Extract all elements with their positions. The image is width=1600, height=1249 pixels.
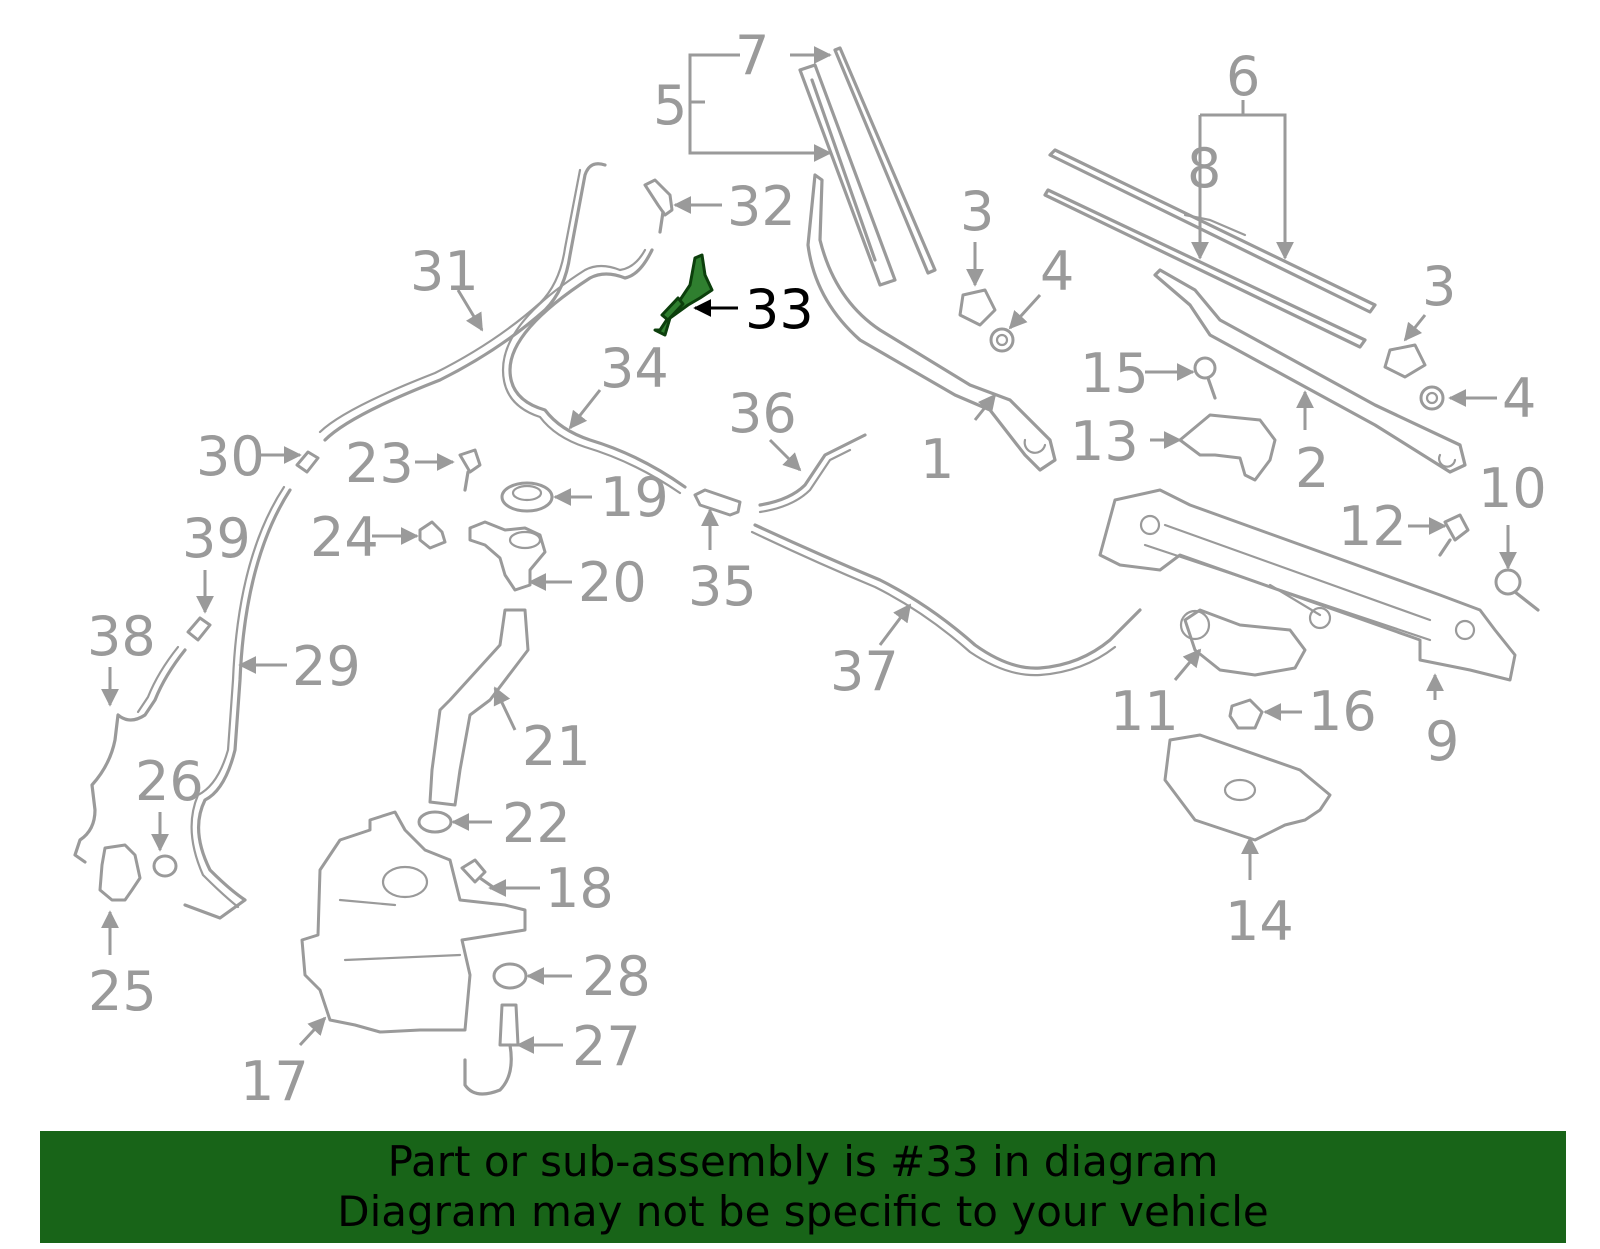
cap-3b xyxy=(1383,343,1427,379)
callout-1: 1 xyxy=(920,428,954,491)
hose-29 xyxy=(183,485,292,920)
callout-3a: 3 xyxy=(960,180,994,243)
connector-39 xyxy=(186,616,212,642)
hose-38 xyxy=(73,645,187,864)
connector-32 xyxy=(643,178,674,234)
callout-29: 29 xyxy=(292,635,361,698)
callout-11: 11 xyxy=(1110,680,1179,743)
cap-3a xyxy=(958,288,997,327)
washer-reservoir-17 xyxy=(300,810,527,1034)
connector-35 xyxy=(693,488,742,517)
callout-34: 34 xyxy=(600,337,669,400)
cowl-cover-14 xyxy=(1163,733,1332,842)
cap-19 xyxy=(500,481,554,513)
grommet-26 xyxy=(152,854,178,878)
callout-30: 30 xyxy=(196,425,265,488)
callout-36: 36 xyxy=(728,382,797,445)
filler-pipe-21 xyxy=(428,608,530,807)
wiper-arm-left xyxy=(806,173,1057,472)
callout-12: 12 xyxy=(1338,495,1407,558)
banner-line-2: Diagram may not be specific to your vehi… xyxy=(337,1187,1269,1236)
hose-31 xyxy=(318,162,607,442)
callout-33[interactable]: 33 xyxy=(745,278,814,341)
callout-14: 14 xyxy=(1225,890,1294,953)
leaders xyxy=(101,196,1517,1054)
callout-35: 35 xyxy=(688,555,757,618)
callout-23: 23 xyxy=(345,432,414,495)
callout-5: 5 xyxy=(653,74,687,137)
hose-34 xyxy=(501,248,687,495)
callout-31: 31 xyxy=(410,240,479,303)
callout-19: 19 xyxy=(600,466,669,529)
bolt-15 xyxy=(1193,356,1217,400)
callout-2: 2 xyxy=(1295,437,1329,500)
filler-neck-20 xyxy=(468,520,547,592)
callout-4b: 4 xyxy=(1502,367,1536,430)
banner-line-1: Part or sub-assembly is #33 in diagram xyxy=(387,1137,1219,1186)
nut-4a xyxy=(989,327,1015,353)
part-33-highlighted[interactable] xyxy=(653,253,714,337)
callout-39: 39 xyxy=(182,507,251,570)
grommet-22 xyxy=(417,810,453,834)
callout-21: 21 xyxy=(522,715,591,778)
hose-37 xyxy=(750,523,1142,677)
callout-17: 17 xyxy=(240,1050,309,1113)
callout-6: 6 xyxy=(1226,45,1260,108)
wiper-linkage-9 xyxy=(1098,488,1517,682)
hose-36 xyxy=(758,433,867,514)
bracket-13 xyxy=(1178,413,1277,482)
callout-26: 26 xyxy=(135,750,204,813)
bolt-23 xyxy=(458,448,482,492)
callout-18: 18 xyxy=(545,857,614,920)
washer-pump-25 xyxy=(98,843,142,902)
callout-27: 27 xyxy=(572,1015,641,1078)
connector-30 xyxy=(295,450,320,474)
clip-24 xyxy=(418,520,447,550)
callout-8: 8 xyxy=(1187,137,1221,200)
callout-15: 15 xyxy=(1080,342,1149,405)
callout-24: 24 xyxy=(310,506,379,569)
callout-3b: 3 xyxy=(1422,255,1456,318)
callout-28: 28 xyxy=(582,945,651,1008)
callout-4a: 4 xyxy=(1040,240,1074,303)
bolt-10 xyxy=(1494,568,1540,612)
callout-37: 37 xyxy=(830,640,899,703)
wiper-motor-11 xyxy=(1179,608,1307,677)
nut-16 xyxy=(1228,698,1264,730)
bracket-6-8 xyxy=(1191,100,1294,260)
wiper-blade-left xyxy=(798,46,937,287)
callout-22: 22 xyxy=(502,792,571,855)
callout-20: 20 xyxy=(578,551,647,614)
callout-25: 25 xyxy=(88,960,157,1023)
wiper-arm-right xyxy=(1153,268,1467,474)
info-banner: Part or sub-assembly is #33 in diagram D… xyxy=(40,1131,1566,1243)
callout-10: 10 xyxy=(1478,457,1547,520)
bracket-5-7 xyxy=(688,46,832,162)
wiper-blade-right xyxy=(1043,148,1377,349)
callout-16: 16 xyxy=(1308,680,1377,743)
bolt-12 xyxy=(1438,513,1470,557)
level-sensor-27 xyxy=(463,1003,520,1096)
callout-7: 7 xyxy=(735,24,769,87)
callout-32: 32 xyxy=(727,175,796,238)
callout-13: 13 xyxy=(1070,410,1139,473)
callout-38: 38 xyxy=(87,605,156,668)
grommet-28 xyxy=(492,962,528,990)
callout-labels: 1 2 3 3 4 4 5 6 7 8 9 10 11 12 13 14 15 … xyxy=(87,24,1547,1113)
nut-4b xyxy=(1419,385,1445,411)
callout-9: 9 xyxy=(1425,710,1459,773)
